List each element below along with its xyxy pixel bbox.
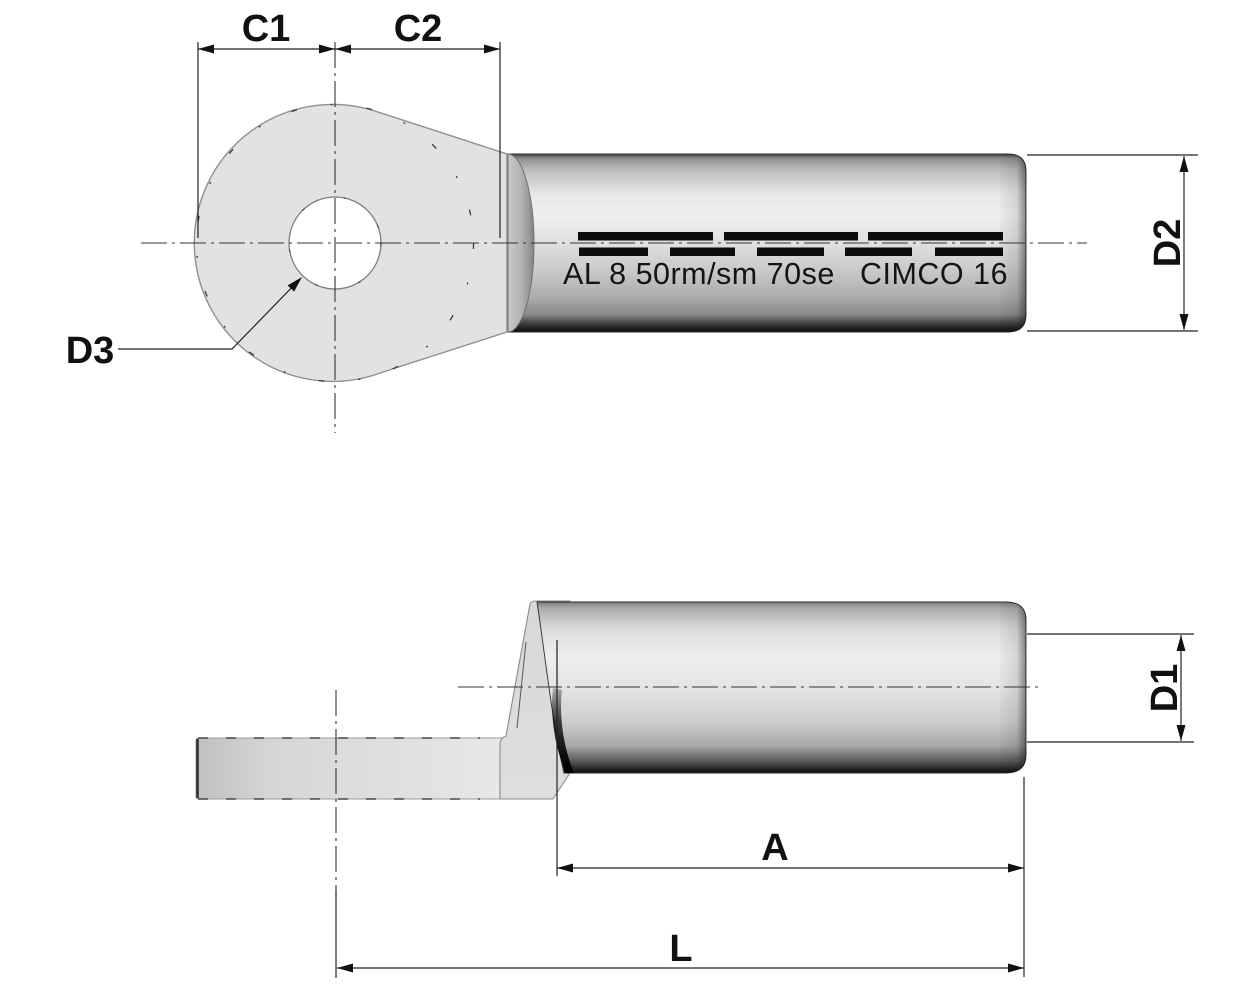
crimp-mark-bar	[757, 247, 824, 256]
crimp-mark-bar	[724, 232, 858, 241]
web-inner-slant-line	[516, 641, 527, 729]
arrowhead	[1176, 635, 1186, 651]
arrowhead	[557, 863, 573, 873]
dim-label-a: A	[761, 827, 788, 869]
crimp-mark-row-lower	[579, 247, 1003, 256]
arrowhead	[484, 44, 500, 54]
arrowhead	[335, 44, 351, 54]
arrowhead	[1008, 863, 1024, 873]
crimp-mark-bar	[670, 247, 735, 256]
crimp-neck-cap	[507, 153, 535, 333]
arrowhead	[1008, 963, 1024, 973]
d3-leader-line	[118, 278, 301, 350]
dim-label-c2: C2	[394, 8, 443, 50]
barrel-marking-right: CIMCO 16	[860, 257, 1008, 291]
dim-label-d2: D2	[1147, 219, 1189, 268]
arrowhead	[287, 277, 302, 292]
crimp-mark-bar	[845, 247, 912, 256]
barrel-marking-left: AL 8 50rm/sm 70se	[563, 257, 835, 291]
dim-label-d1: D1	[1144, 664, 1186, 713]
dim-label-c1: C1	[242, 8, 291, 50]
crimp-mark-bar	[868, 232, 1003, 241]
crimp-mark-bar	[578, 232, 713, 241]
crimp-mark-bar	[935, 247, 1003, 256]
arrowhead	[337, 963, 353, 973]
palm-profile	[195, 737, 506, 800]
arrowhead	[1179, 314, 1189, 330]
dim-label-l: L	[669, 928, 692, 970]
crimp-mark-bar	[579, 247, 648, 256]
crimp-mark-row-upper	[578, 232, 1003, 241]
arrowhead	[1176, 725, 1186, 741]
arrowhead	[198, 44, 214, 54]
arrowhead	[1179, 156, 1189, 172]
arrowhead	[319, 44, 335, 54]
dim-label-d3: D3	[66, 330, 115, 372]
